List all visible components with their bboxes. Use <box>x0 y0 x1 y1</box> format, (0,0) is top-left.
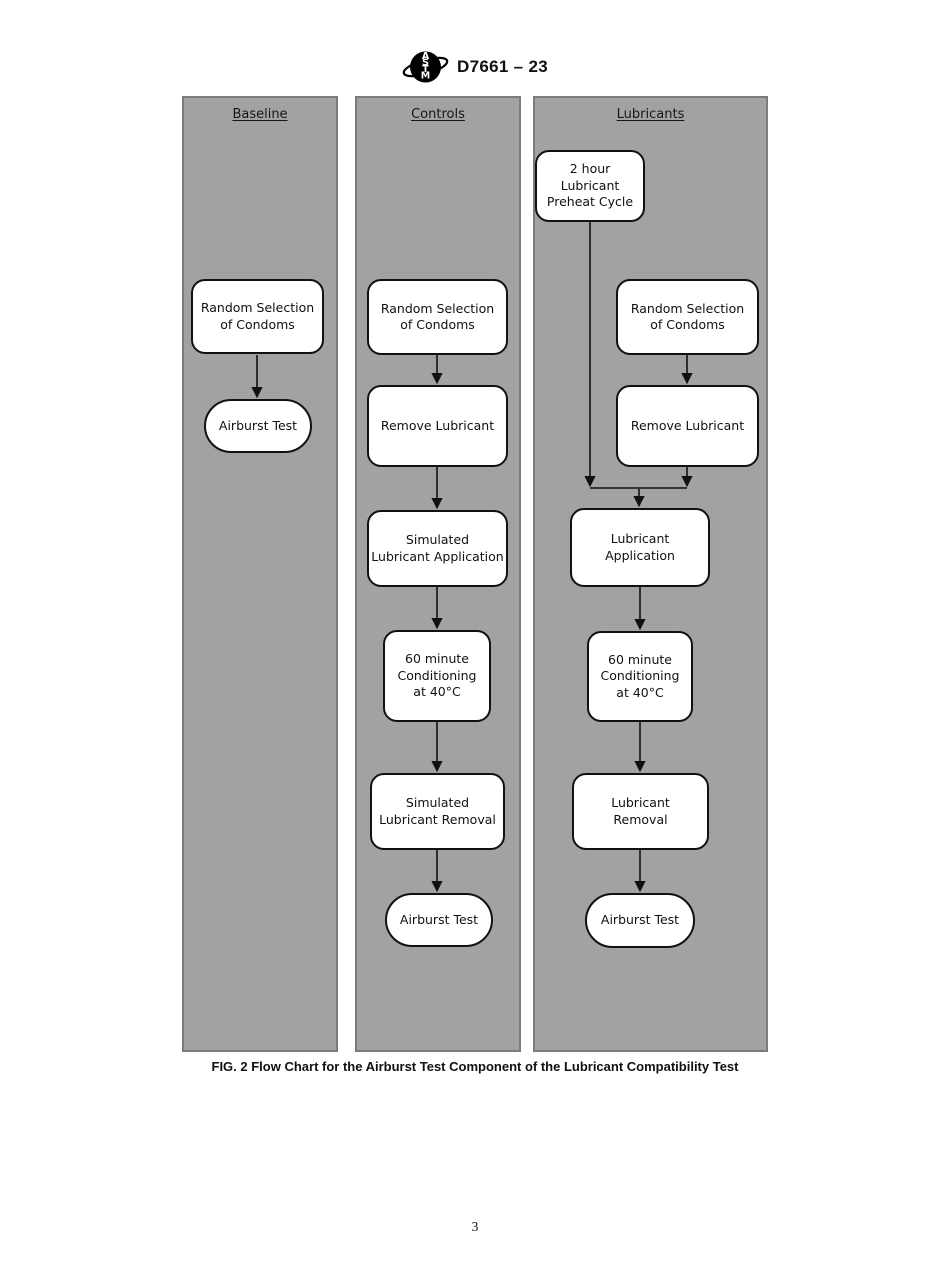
node-b-airburst: Airburst Test <box>204 399 312 453</box>
page-number: 3 <box>471 1219 479 1234</box>
node-l-conditioning: 60 minute Conditioning at 40°C <box>587 631 693 722</box>
node-l-application: Lubricant Application <box>570 508 710 587</box>
svg-text:T: T <box>422 64 429 75</box>
node-l-airburst: Airburst Test <box>585 893 695 948</box>
node-c-simulated-application: Simulated Lubricant Application <box>367 510 508 587</box>
doc-designation: D7661 – 23 <box>457 57 548 76</box>
node-c-remove-lubricant: Remove Lubricant <box>367 385 508 467</box>
column-title-baseline: Baseline <box>232 107 288 122</box>
node-c-conditioning: 60 minute Conditioning at 40°C <box>383 630 491 722</box>
svg-text:S: S <box>422 58 429 69</box>
node-c-random-selection: Random Selection of Condoms <box>367 279 508 355</box>
node-l-remove-lubricant: Remove Lubricant <box>616 385 759 467</box>
page-header: A S T M D7661 – 23 <box>0 47 950 87</box>
astm-logo-icon: A S T M <box>402 51 449 83</box>
node-l-random-selection: Random Selection of Condoms <box>616 279 759 355</box>
node-l-removal: Lubricant Removal <box>572 773 709 850</box>
figure-caption: FIG. 2 Flow Chart for the Airburst Test … <box>211 1059 739 1074</box>
column-baseline: Baseline <box>182 96 338 1052</box>
svg-text:M: M <box>421 71 430 82</box>
node-c-simulated-removal: Simulated Lubricant Removal <box>370 773 505 850</box>
node-c-airburst: Airburst Test <box>385 893 493 947</box>
node-b-random-selection: Random Selection of Condoms <box>191 279 324 354</box>
column-title-lubricants: Lubricants <box>616 107 685 122</box>
column-title-controls: Controls <box>411 107 465 122</box>
svg-text:A: A <box>422 51 430 62</box>
node-l-preheat: 2 hour Lubricant Preheat Cycle <box>535 150 645 222</box>
